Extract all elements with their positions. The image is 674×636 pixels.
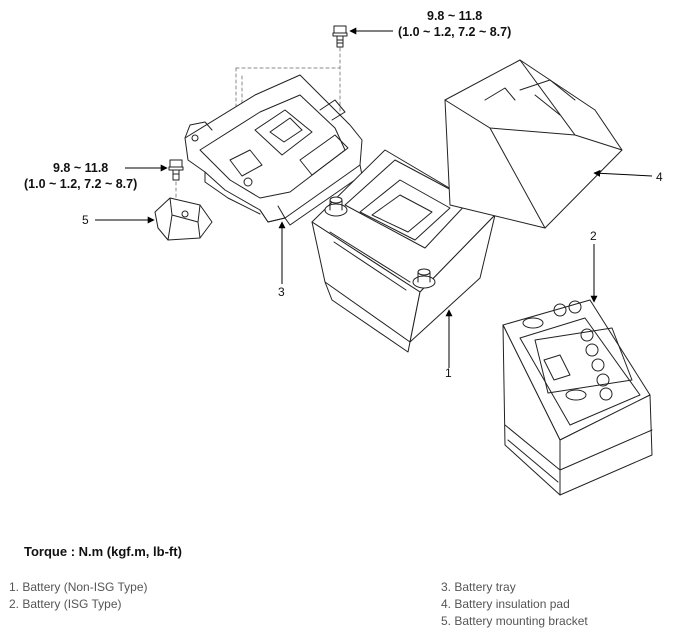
torque-spec-top-line1: 9.8 ~ 11.8 [427,9,483,23]
legend-item: 1. Battery (Non-ISG Type) [9,580,148,594]
battery-non-isg [311,149,496,353]
mounting-bracket [154,197,213,241]
callout-5: 5 [82,213,89,227]
callout-3: 3 [278,285,285,299]
callout-1: 1 [445,366,452,380]
torque-spec-top: 9.8 ~ 11.8 (1.0 ~ 1.2, 7.2 ~ 8.7) [398,8,511,40]
insulation-pad [444,59,623,229]
exploded-diagram [95,25,653,496]
bolt-top [332,25,348,48]
torque-spec-top-line2: (1.0 ~ 1.2, 7.2 ~ 8.7) [398,25,512,39]
callout-4: 4 [656,170,663,184]
torque-spec-left: 9.8 ~ 11.8 (1.0 ~ 1.2, 7.2 ~ 8.7) [24,160,137,192]
bolt-left [168,159,184,181]
callout-2: 2 [590,229,597,243]
battery-isg [502,299,653,496]
legend-item: 5. Battery mounting bracket [441,614,588,628]
legend-item: 2. Battery (ISG Type) [9,597,122,611]
legend-left: 1. Battery (Non-ISG Type) 2. Battery (IS… [9,579,148,613]
battery-tray [184,74,363,226]
legend-item: 4. Battery insulation pad [441,597,570,611]
torque-spec-left-line1: 9.8 ~ 11.8 [53,161,109,175]
legend-item: 3. Battery tray [441,580,516,594]
torque-unit-title: Torque : N.m (kgf.m, lb-ft) [24,544,182,559]
legend-right: 3. Battery tray 4. Battery insulation pa… [441,579,588,630]
torque-spec-left-line2: (1.0 ~ 1.2, 7.2 ~ 8.7) [24,177,138,191]
